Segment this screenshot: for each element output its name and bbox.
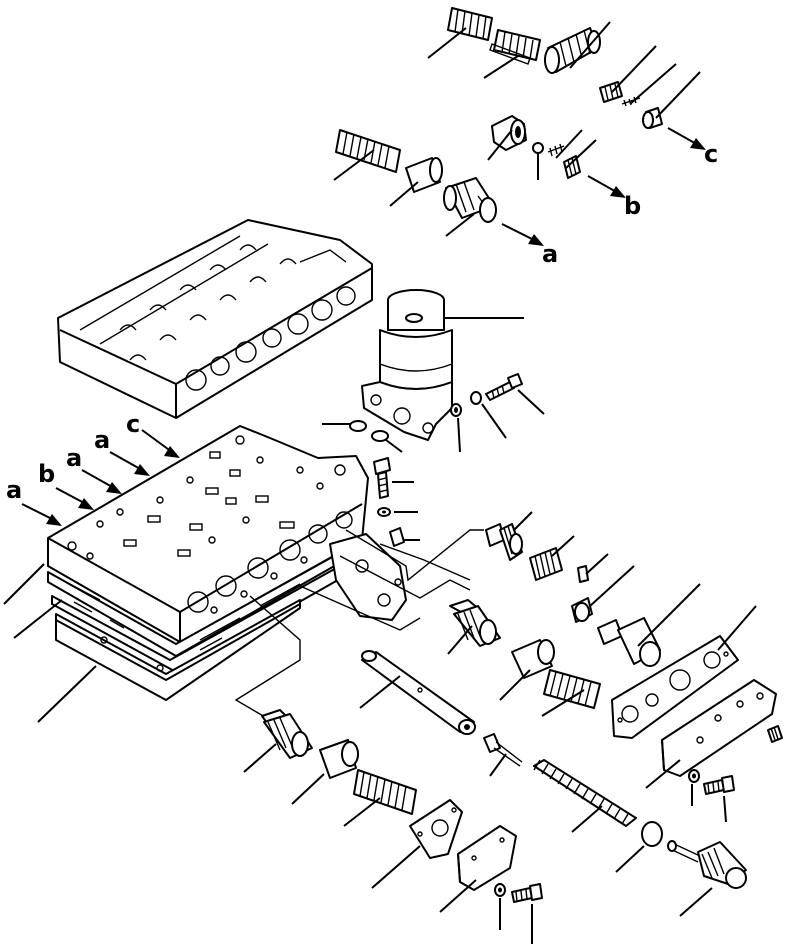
long-spring — [533, 759, 637, 833]
callout-a-stack-2: a — [66, 444, 82, 472]
small-spring-b — [547, 143, 565, 157]
valve-group-c: c — [427, 7, 718, 168]
cover-lower-left — [439, 825, 517, 913]
valve-cover-block — [57, 219, 373, 419]
end-gasket-right — [611, 605, 757, 739]
spool-a — [443, 177, 497, 223]
spool-lower-left — [243, 709, 313, 773]
sleeve-lower-left — [291, 739, 359, 805]
seat-b — [563, 155, 581, 179]
sleeve-a — [405, 157, 443, 193]
plug-right-1 — [571, 565, 635, 623]
plug-assembly-right — [667, 840, 747, 917]
bolt-right — [688, 769, 735, 823]
plug-top — [642, 107, 663, 129]
routing-lines — [234, 529, 484, 721]
callout-c-top: c — [704, 140, 718, 168]
sleeve-right — [499, 639, 555, 701]
callout-b-stack: b — [38, 460, 55, 488]
o-rings-solenoid — [322, 420, 403, 453]
spool-right-1 — [485, 511, 533, 561]
solenoid-valve — [361, 289, 524, 441]
spring-lower-left — [343, 769, 417, 827]
end-cover-body — [329, 533, 407, 621]
callout-a-top: a — [542, 240, 558, 268]
spring-top-left — [447, 7, 493, 41]
o-ring-right — [615, 821, 663, 873]
spring-right-2 — [541, 669, 601, 717]
callout-a-stack-3: a — [6, 476, 22, 504]
small-spool-middle — [483, 733, 523, 777]
callout-b-top: b — [624, 192, 641, 220]
small-plug-right — [767, 725, 783, 743]
spool-right-2 — [447, 599, 501, 655]
spring-set-pair — [489, 29, 541, 65]
callout-c-stack: c — [126, 410, 140, 438]
body-callout-arrows: c a a b a — [6, 410, 180, 526]
body-bolt — [373, 457, 420, 547]
ball-b — [532, 142, 544, 154]
valve-group-b: b — [487, 115, 641, 220]
main-valve-body — [47, 425, 369, 643]
spring-right-1 — [529, 535, 575, 581]
pin-right-1 — [577, 553, 609, 583]
base-plate — [55, 599, 301, 701]
gasket-lower-left — [371, 799, 463, 889]
callout-a-stack-1: a — [94, 426, 110, 454]
valve-group-a: a — [333, 129, 558, 268]
bolt-lower — [494, 883, 543, 944]
long-pipe — [359, 650, 476, 735]
solenoid-bolt-set — [450, 373, 545, 453]
end-plate-right — [645, 679, 777, 789]
piston-right — [597, 583, 701, 667]
spring-a — [335, 129, 401, 173]
